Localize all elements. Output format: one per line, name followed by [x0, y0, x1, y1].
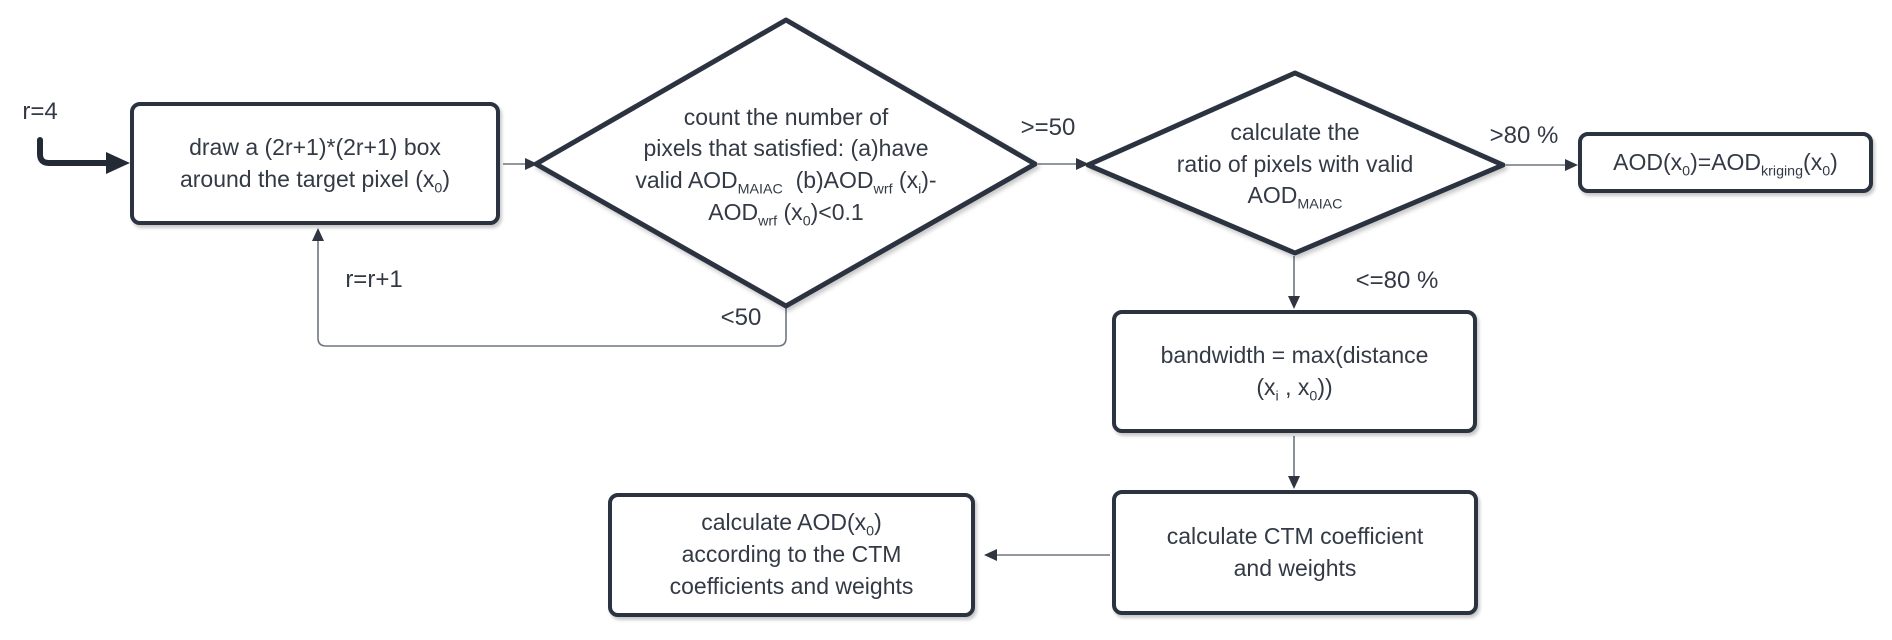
process-kriging-result: AOD(x0)=AODkriging(x0): [1578, 132, 1873, 193]
connector-ratio-to-bandwidth: [1288, 256, 1300, 309]
label-gt80: >80 %: [1489, 122, 1559, 149]
label-start-r4: r=4: [22, 98, 58, 125]
connector-count-loop-back: [312, 228, 787, 347]
connector-bandwidth-to-ctm: [1288, 436, 1300, 489]
decision-count-pixels-shape: [533, 17, 1038, 309]
label-lt50: <50: [720, 304, 762, 331]
connector-ratio-to-kriging: [1506, 159, 1578, 171]
connector-draw-box-to-count: [503, 158, 538, 170]
label-ge50: >=50: [1020, 114, 1076, 141]
connector-count-to-ratio: [1038, 158, 1089, 170]
process-bandwidth: bandwidth = max(distance(xi , x0)): [1112, 310, 1477, 433]
label-increment-r: r=r+1: [345, 266, 403, 293]
label-le80: <=80 %: [1355, 267, 1439, 294]
connector-ctm-to-final: [984, 549, 1110, 561]
decision-ratio-valid-shape: [1085, 70, 1506, 256]
connector-start-to-draw-box: [37, 137, 130, 174]
